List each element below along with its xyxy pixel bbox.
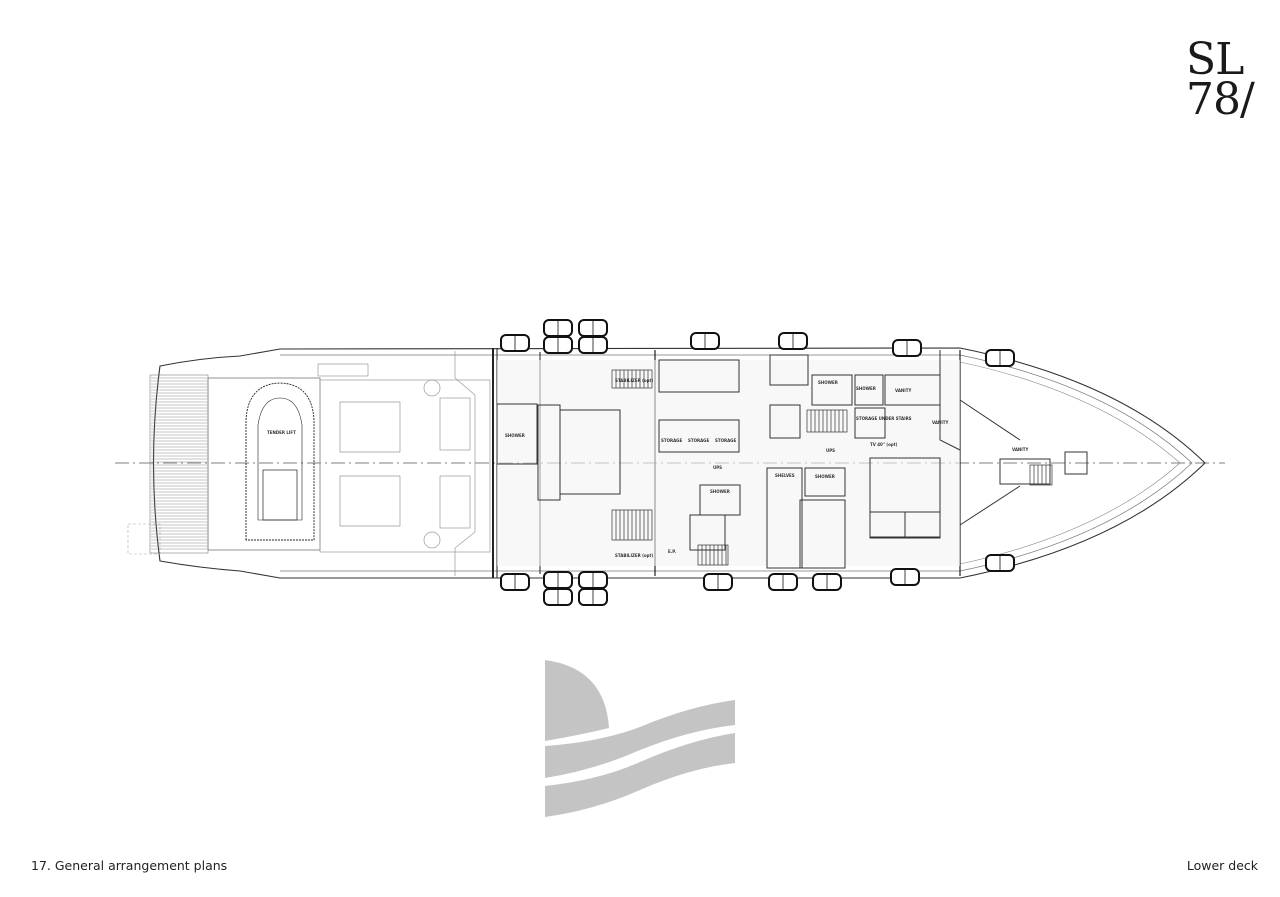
sl78-logo: SL 78/ (1186, 34, 1255, 125)
label-storage-2: STORAGE (688, 438, 709, 443)
cabin-rooms (496, 350, 1088, 569)
hull-outline (152, 347, 1206, 579)
stairs (611, 369, 1053, 566)
brand-wave-logo (545, 660, 735, 817)
logo-line-2: 78/ (1186, 74, 1255, 125)
label-storage-3: STORAGE (715, 438, 736, 443)
stair-flight (697, 544, 729, 566)
label-stabilizer-top: STABILIZER (opt) (615, 378, 653, 383)
label-ups-2: UPS (826, 448, 835, 453)
label-shower-4: SHOWER (710, 489, 730, 494)
tender (245, 382, 315, 541)
label-shower-2: SHOWER (818, 380, 838, 385)
label-vanity-1: VANITY (895, 388, 911, 393)
label-storage-1: STORAGE (661, 438, 682, 443)
label-ep: E.P. (668, 549, 676, 554)
swim-platform (149, 374, 209, 554)
label-vanity-3: VANITY (1012, 447, 1028, 452)
label-shower-5: SHOWER (815, 474, 835, 479)
label-tv: TV 40" (opt) (870, 442, 898, 447)
label-stabilizer-bottom: STABILIZER (opt) (615, 553, 653, 558)
label-vanity-2: VANITY (932, 420, 948, 425)
label-shelves: SHELVES (775, 473, 795, 478)
label-storage-under-stairs: STORAGE UNDER STAIRS (856, 416, 912, 421)
engine-room (317, 351, 491, 576)
label-shower-3: SHOWER (856, 386, 876, 391)
portholes (500, 319, 1015, 606)
label-shower-1: SHOWER (505, 433, 525, 438)
label-ups-1: UPS (713, 465, 722, 470)
tender-garage (207, 377, 321, 551)
stair-flight (1029, 464, 1053, 486)
label-tender-lift: TENDER LIFT (267, 430, 296, 435)
section-title: 17. General arrangement plans (31, 858, 228, 873)
deck-label: Lower deck (1186, 858, 1258, 873)
logo-line-1: SL (1186, 34, 1244, 85)
